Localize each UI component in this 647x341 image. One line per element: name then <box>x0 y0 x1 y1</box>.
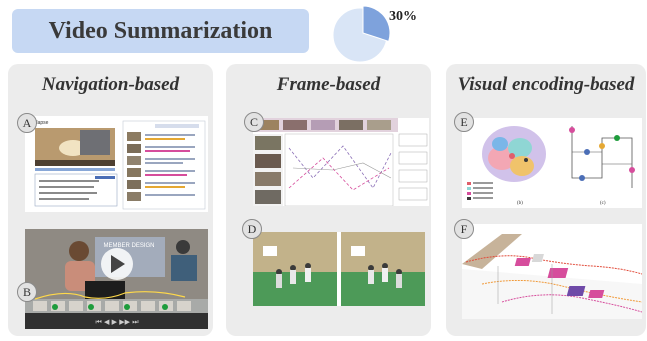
panel-navigation-based: Navigation-based ligNapse <box>8 64 213 336</box>
badge-a: A <box>17 113 37 133</box>
badge-f: F <box>454 219 474 239</box>
example-image-c <box>253 118 429 212</box>
panel-frame-based: Frame-based C <box>226 64 431 336</box>
svg-text:(b): (b) <box>517 201 523 206</box>
panel-title-frame: Frame-based <box>276 74 381 95</box>
example-image-e: (b) (c) <box>462 118 642 208</box>
panel-visual-encoding-based: Visual encoding-based (b) (c) E <box>446 64 646 336</box>
badge-c: C <box>244 112 264 132</box>
panel-title-navigation: Navigation-based <box>41 74 180 95</box>
badge-b: B <box>17 282 37 302</box>
badge-d: D <box>242 219 262 239</box>
example-image-a: ligNapse <box>25 116 208 212</box>
example-image-f <box>462 224 642 319</box>
percentage-pie-chart <box>332 5 391 63</box>
svg-text:⏮ ◀ ▶ ▶▶ ⏭: ⏮ ◀ ▶ ▶▶ ⏭ <box>95 318 139 326</box>
badge-e: E <box>454 112 474 132</box>
svg-text:(c): (c) <box>600 201 606 206</box>
svg-text:MEMBER DESIGN: MEMBER DESIGN <box>103 243 154 249</box>
pie-percent-label: 30% <box>389 9 417 24</box>
panel-title-visual-encoding: Visual encoding-based <box>457 74 635 95</box>
title-box: Video Summarization <box>12 9 309 53</box>
example-image-b: MEMBER DESIGN ⏮ ◀ ▶ ▶▶ ⏭ <box>25 229 208 329</box>
pie-highlight-slice <box>362 5 391 42</box>
example-image-d <box>253 232 425 306</box>
page-title: Video Summarization <box>48 17 273 44</box>
svg-text:ligNapse: ligNapse <box>29 120 49 126</box>
